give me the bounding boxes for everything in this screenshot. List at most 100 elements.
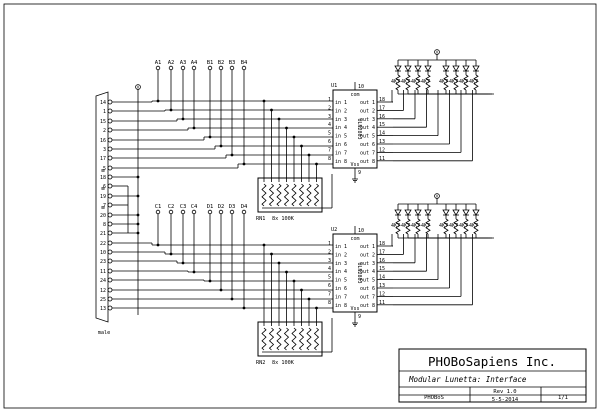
led-icon [394, 65, 402, 72]
junction-dot [292, 279, 296, 283]
db25-connector: male141152163175186197208212210231124122… [95, 84, 141, 336]
connector-pin-ring [107, 174, 113, 180]
series-resistor-value: 4K7 [469, 79, 478, 85]
pulldown-resistor-icon [283, 183, 290, 207]
connector-pin-ring [107, 305, 113, 311]
junction-dot [136, 222, 140, 226]
company-name: PHOBoSapiens Inc. [428, 354, 556, 369]
connector-pin-number: 22 [100, 241, 106, 247]
title-block-frame [398, 348, 587, 403]
resistor-network-value: 8x 100K [272, 216, 295, 222]
led-icon [442, 209, 450, 216]
led-icon [404, 209, 412, 216]
ic-part-number: ULN2803 [356, 262, 362, 283]
ic-vss-pin: 9 [358, 170, 361, 176]
ic-input-pin-number: 3 [328, 258, 331, 264]
pulldown-resistor-icon [261, 327, 267, 351]
ic-output-pin-label: out 3 [360, 261, 375, 267]
series-resistor-value: 4K7 [469, 223, 478, 229]
connector-pin-ring [107, 277, 113, 283]
ic-output-pin-label: out 7 [360, 150, 375, 156]
ic-input-pin-label: in 8 [335, 159, 347, 165]
series-resistor-icon [405, 218, 411, 235]
resistor-network-body [257, 321, 323, 357]
series-resistor-icon [415, 218, 421, 235]
signal-terminal [207, 209, 213, 215]
junction-dot [277, 261, 281, 265]
signal-terminal [241, 65, 247, 71]
driver-ic-body [332, 89, 378, 169]
ic-output-pin-number: 17 [379, 105, 385, 111]
driver-ic-body [332, 233, 378, 313]
ic-output-pin-number: 11 [379, 300, 385, 306]
junction-dot [300, 144, 303, 148]
series-resistor-icon [473, 218, 479, 235]
junction-dot [136, 194, 140, 198]
author: PHOBoS [424, 395, 444, 401]
junction-dot [270, 252, 273, 256]
signal-terminal [168, 65, 174, 71]
ic-output-pin-label: out 8 [360, 159, 375, 165]
signal-terminal [180, 209, 186, 215]
junction-dot [307, 153, 311, 157]
ic-input-pin-number: 1 [328, 241, 331, 247]
led-icon [462, 209, 470, 216]
connector-pin-ring [107, 230, 113, 236]
signal-label: D4 [241, 204, 248, 210]
pulldown-resistor-icon [313, 327, 320, 351]
series-resistor-value: 4K7 [449, 79, 458, 85]
ic-output-pin-number: 11 [379, 156, 385, 162]
junction-dot [315, 162, 318, 166]
connector-pin-ring [107, 240, 113, 246]
ic-input-pin-label: in 4 [335, 269, 347, 275]
pulldown-resistor-icon [291, 327, 297, 351]
series-resistor-value: 4K7 [401, 223, 410, 229]
ic-input-pin-label: in 3 [335, 261, 347, 267]
drawing-date: 5-5-2014 [492, 397, 519, 403]
connector-pin-ring [107, 202, 113, 208]
ic-com-pin: 10 [358, 84, 364, 90]
connector-pin-number: 13 [100, 306, 106, 312]
signal-terminal [218, 209, 224, 215]
ic-vss-label: Vss [350, 306, 359, 312]
led-icon [442, 65, 450, 72]
ic-output-pin-number: 17 [379, 249, 385, 255]
connector-pin-ring [107, 137, 113, 143]
ic-input-pin-label: in 1 [335, 244, 347, 250]
nc-marker-icon: ⊠ [101, 168, 104, 174]
signal-terminal [207, 65, 213, 71]
connector-pin-ring [107, 287, 113, 293]
signal-label: B4 [241, 60, 248, 66]
series-resistor-icon [463, 218, 469, 235]
signal-terminal [168, 209, 174, 215]
connector-pin-number: 14 [100, 100, 106, 106]
sheet-number: 1/1 [558, 395, 568, 401]
ic-input-pin-label: in 7 [335, 150, 347, 156]
ic-output-pin-number: 18 [379, 241, 385, 247]
ic-output-pin-label: out 4 [360, 125, 375, 131]
ic-output-pin-label: out 5 [360, 134, 375, 140]
connector-pin-ring [107, 268, 113, 274]
connector-pin-number: 11 [100, 269, 106, 275]
pulldown-resistor-icon [268, 327, 275, 351]
series-resistor-value: 4K7 [459, 223, 468, 229]
connector-pin-ring [107, 127, 113, 133]
signal-terminal [241, 209, 247, 215]
connector-pin-ring [107, 118, 113, 124]
junction-dot [136, 175, 140, 179]
series-resistor-icon [453, 74, 459, 91]
series-resistor-value: 4K7 [459, 79, 468, 85]
ic-input-pin-number: 5 [328, 131, 331, 137]
ic-com-label: com [350, 236, 359, 242]
ic-input-pin-label: in 5 [335, 278, 347, 284]
series-resistor-icon [415, 74, 421, 91]
nc-marker-icon: ⊠ [101, 186, 104, 192]
ic-input-pin-label: in 4 [335, 125, 347, 131]
series-resistor-icon [395, 74, 401, 91]
pulldown-resistor-icon [291, 183, 297, 207]
ic-output-pin-number: 15 [379, 266, 385, 272]
connector-pin-number: 5 [103, 166, 106, 172]
led-icon [452, 65, 460, 72]
